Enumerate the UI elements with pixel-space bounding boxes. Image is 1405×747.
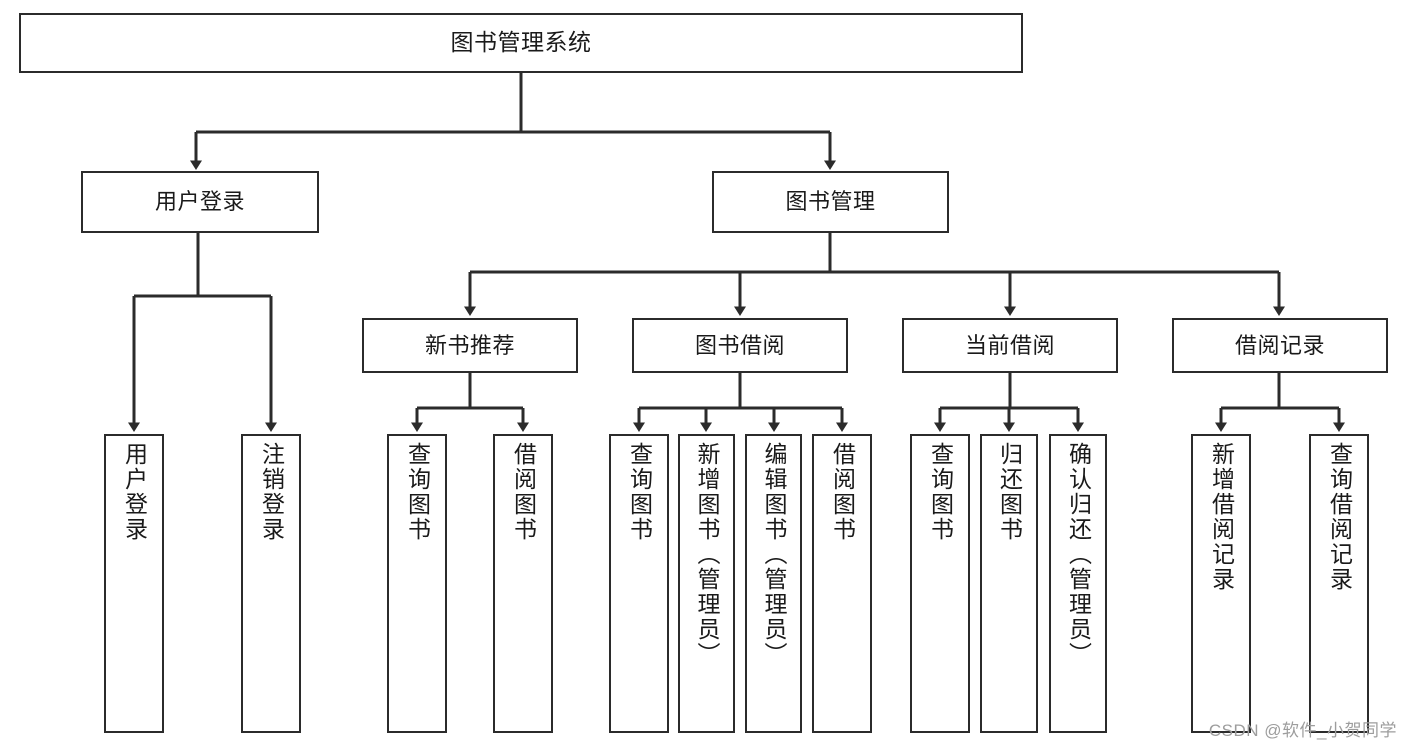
node-leaf-query-book-2[interactable]: 查询图书 [609, 434, 669, 733]
node-leaf-return-book-label: 归还图书 [996, 442, 1023, 542]
node-leaf-add-borrow-record-label: 新增借阅记录 [1208, 442, 1235, 592]
node-leaf-borrow-book-1-label: 借阅图书 [510, 442, 537, 542]
node-borrow-records-label: 借阅记录 [1234, 332, 1325, 358]
node-book-management[interactable]: 图书管理 [712, 171, 949, 233]
node-leaf-edit-book-admin-label: 编辑图书（管理员） [761, 442, 787, 667]
watermark: CSDN @软件_小贺同学 [1208, 721, 1397, 740]
node-leaf-query-borrow-record[interactable]: 查询借阅记录 [1309, 434, 1369, 733]
node-leaf-query-book-3[interactable]: 查询图书 [910, 434, 970, 733]
node-leaf-user-login-label: 用户登录 [121, 442, 148, 542]
node-leaf-borrow-book-1[interactable]: 借阅图书 [493, 434, 553, 733]
node-leaf-borrow-book-2[interactable]: 借阅图书 [812, 434, 872, 733]
node-leaf-query-book-1-label: 查询图书 [404, 442, 431, 542]
node-user-login[interactable]: 用户登录 [81, 171, 319, 233]
node-root-label: 图书管理系统 [450, 29, 592, 56]
node-user-login-label: 用户登录 [154, 189, 245, 215]
node-leaf-edit-book-admin[interactable]: 编辑图书（管理员） [745, 434, 802, 733]
node-leaf-logout[interactable]: 注销登录 [241, 434, 301, 733]
node-book-borrow-label: 图书借阅 [694, 332, 785, 358]
node-leaf-add-book-admin[interactable]: 新增图书（管理员） [678, 434, 735, 733]
node-leaf-add-borrow-record[interactable]: 新增借阅记录 [1191, 434, 1251, 733]
node-leaf-borrow-book-2-label: 借阅图书 [829, 442, 856, 542]
node-leaf-query-borrow-record-label: 查询借阅记录 [1326, 442, 1353, 592]
node-leaf-query-book-1[interactable]: 查询图书 [387, 434, 447, 733]
node-leaf-confirm-return-admin[interactable]: 确认归还（管理员） [1049, 434, 1107, 733]
node-leaf-query-book-2-label: 查询图书 [626, 442, 653, 542]
node-new-book-recommend-label: 新书推荐 [424, 332, 515, 358]
node-leaf-logout-label: 注销登录 [258, 442, 285, 542]
node-current-borrow[interactable]: 当前借阅 [902, 318, 1118, 373]
node-root[interactable]: 图书管理系统 [19, 13, 1023, 73]
node-new-book-recommend[interactable]: 新书推荐 [362, 318, 578, 373]
node-leaf-user-login[interactable]: 用户登录 [104, 434, 164, 733]
node-leaf-confirm-return-admin-label: 确认归还（管理员） [1065, 442, 1092, 667]
node-book-management-label: 图书管理 [785, 189, 876, 215]
node-book-borrow[interactable]: 图书借阅 [632, 318, 848, 373]
node-leaf-add-book-admin-label: 新增图书（管理员） [694, 442, 720, 667]
node-current-borrow-label: 当前借阅 [964, 332, 1055, 358]
node-leaf-return-book[interactable]: 归还图书 [980, 434, 1038, 733]
node-borrow-records[interactable]: 借阅记录 [1172, 318, 1388, 373]
node-leaf-query-book-3-label: 查询图书 [927, 442, 954, 542]
